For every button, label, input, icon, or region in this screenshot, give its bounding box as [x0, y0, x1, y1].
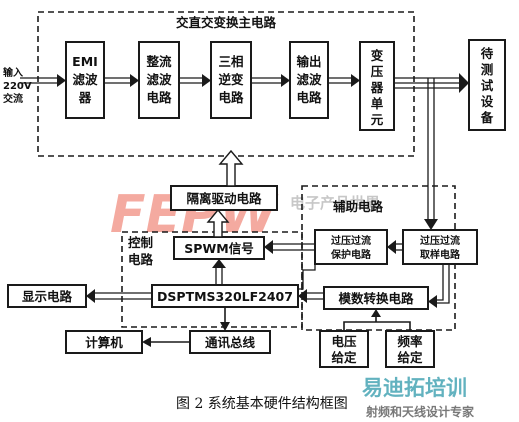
svg-text:待: 待 [481, 46, 494, 61]
svg-text:滤波: 滤波 [72, 72, 98, 87]
svg-text:SPWM信号: SPWM信号 [184, 241, 253, 256]
arrow-xfmr-dut [394, 73, 469, 93]
arrow-rect-inv [179, 74, 211, 87]
input-label-1: 输入 [3, 66, 23, 79]
svg-text:过压过流: 过压过流 [420, 234, 460, 247]
svg-text:EMI: EMI [72, 54, 98, 69]
svg-text:三相: 三相 [218, 54, 243, 69]
svg-text:隔离驱动电路: 隔离驱动电路 [186, 191, 262, 206]
arrow-outf-xfmr [328, 74, 360, 87]
block-transformer [359, 41, 395, 131]
svg-text:输出: 输出 [296, 54, 321, 69]
svg-text:电路: 电路 [296, 90, 322, 105]
arrow-output-to-sampling [424, 78, 438, 230]
svg-text:滤波: 滤波 [296, 72, 322, 87]
svg-text:整流: 整流 [146, 54, 172, 69]
arrow-driver-to-inverter [218, 149, 244, 187]
block-isolation-driver [170, 185, 278, 211]
arrow-dsp-to-spwm [212, 259, 226, 285]
block-sampling [402, 229, 478, 265]
block-emi-filter [65, 41, 105, 119]
svg-text:逆变: 逆变 [218, 72, 244, 87]
group-control-circuit [121, 231, 303, 328]
group-aux-circuit [301, 185, 456, 331]
svg-text:给定: 给定 [397, 350, 423, 365]
svg-text:电压: 电压 [331, 334, 357, 349]
block-frequency-setpoint [385, 330, 435, 368]
svg-text:显示电路: 显示电路 [22, 289, 73, 304]
arrow-dsp-to-protection [298, 264, 316, 290]
block-voltage-setpoint [319, 330, 369, 368]
arrow-spwm-to-driver [206, 208, 230, 238]
svg-text:电路: 电路 [146, 90, 172, 105]
svg-text:滤波: 滤波 [146, 72, 172, 87]
svg-text:器: 器 [370, 80, 384, 95]
svg-text:器: 器 [78, 90, 92, 105]
label-aux: 辅助电路 [333, 199, 384, 214]
arrow-bus-to-computer [142, 337, 190, 347]
arrow-dsp-to-display [86, 289, 152, 303]
svg-text:试: 试 [481, 78, 494, 93]
svg-text:通讯总线: 通讯总线 [205, 335, 256, 350]
svg-text:频率: 频率 [397, 334, 423, 349]
svg-text:压: 压 [371, 64, 384, 79]
watermark-elec: 电子产品世界 [290, 194, 380, 212]
block-three-phase-inverter [210, 41, 252, 119]
arrow-sampling-to-adc [428, 264, 450, 308]
arrow-emi-rect [104, 74, 139, 87]
arrow-input [20, 74, 66, 87]
svg-text:给定: 给定 [331, 350, 357, 365]
svg-text:保护电路: 保护电路 [330, 248, 372, 261]
arrow-sampling-to-protection [387, 240, 403, 254]
label-ctrl-1: 控制 [128, 235, 153, 250]
input-label-3: 交流 [3, 92, 23, 105]
block-output-filter [289, 41, 329, 119]
block-rectifier [138, 41, 180, 119]
watermark-site-sub: 射频和天线设计专家 [365, 404, 475, 419]
arrow-dsp-to-bus [220, 307, 230, 331]
svg-text:取样电路: 取样电路 [420, 248, 461, 261]
svg-text:变: 变 [371, 48, 384, 63]
svg-text:测: 测 [481, 62, 494, 77]
svg-text:模数转换电路: 模数转换电路 [338, 291, 414, 306]
svg-text:电路: 电路 [218, 90, 244, 105]
watermark-site: 易迪拓培训 [362, 376, 467, 400]
svg-text:备: 备 [480, 110, 494, 125]
svg-text:计算机: 计算机 [85, 335, 123, 350]
svg-text:过压过流: 过压过流 [331, 234, 371, 247]
figure-caption: 图 2 系统基本硬件结构框图 [176, 395, 348, 412]
svg-text:设: 设 [481, 94, 494, 109]
arrow-inv-outf [251, 74, 290, 87]
label-ctrl-2: 电路 [128, 252, 154, 267]
input-label-2: 220V [3, 81, 32, 92]
block-device-under-test [468, 39, 506, 131]
label-ac-main: 交直交变换主电路 [176, 15, 277, 30]
arrow-adc-to-dsp [298, 289, 324, 303]
svg-text:元: 元 [371, 112, 384, 127]
svg-text:单: 单 [371, 96, 384, 111]
arrow-protection-to-spwm [264, 240, 315, 254]
block-protection [314, 229, 388, 265]
arrow-setpoints-to-adc [343, 309, 411, 331]
svg-text:DSPTMS320LF2407: DSPTMS320LF2407 [157, 289, 293, 304]
